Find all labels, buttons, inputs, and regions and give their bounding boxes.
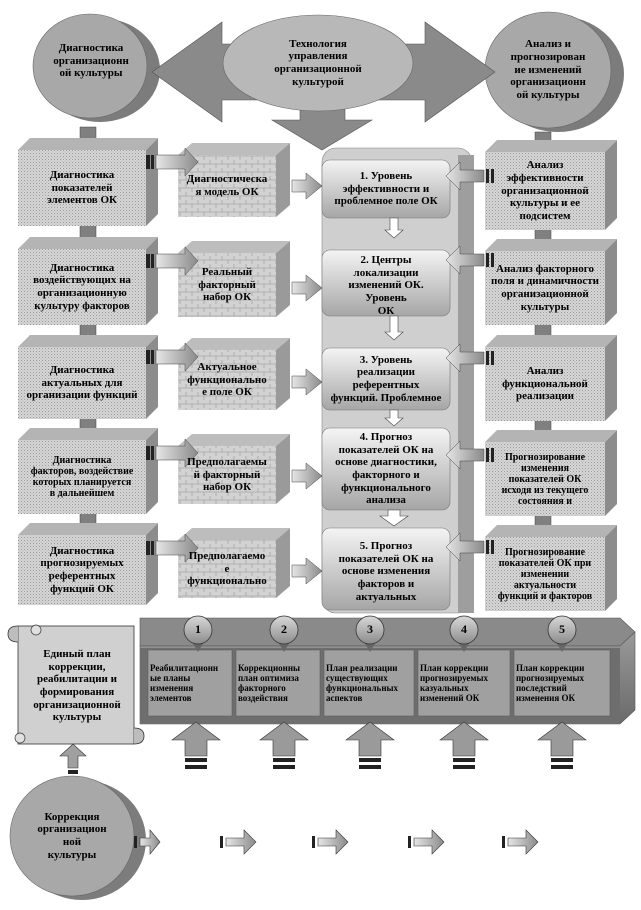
arrow-left-mid-5 <box>146 533 199 563</box>
arrow-right-center-4 <box>445 440 494 470</box>
center-box-5 <box>321 527 451 611</box>
plan-2-label: Коррекционны план оптимиза факторного во… <box>238 663 301 703</box>
plan-3-number: 3 <box>367 622 373 637</box>
arrow-right-center-1 <box>445 161 494 191</box>
center-inner-down-arrows <box>379 217 409 527</box>
bottom-correction-cylinder <box>9 775 146 900</box>
right-box-5-label: Прогнозирование показателей ОК при измен… <box>497 546 593 602</box>
plan-3-label: План реализации существующих функциональ… <box>326 663 399 703</box>
middle-box-2-label: Реальный факторный набор ОК <box>198 266 256 304</box>
arrow-left-mid-2 <box>146 246 199 276</box>
arrow-right-center-2 <box>445 245 494 275</box>
plan-ball-5 <box>547 615 577 645</box>
left-box-2 <box>18 237 158 325</box>
left-box-1 <box>18 138 158 226</box>
center-box-3-label: 3. Уровень реализации референтных функци… <box>330 353 442 404</box>
plan-2-number: 2 <box>281 622 287 637</box>
right-box-4-label: Прогнозирование изменения показателей ОК… <box>501 451 589 507</box>
left-header: Диагностика организационн ой культуры <box>53 42 129 80</box>
middle-box-4 <box>178 434 290 504</box>
bottom-circle-label: Коррекция организацион ной культуры <box>37 810 107 861</box>
center-box-2 <box>321 249 451 317</box>
middle-to-center-arrows <box>291 172 323 585</box>
right-box-3 <box>485 335 617 421</box>
right-box-5 <box>485 525 617 611</box>
middle-box-4-label: Предполагаемы й факторный набор ОК <box>187 456 267 494</box>
arrow-mid-center-2 <box>291 274 323 302</box>
right-box-1 <box>485 140 617 230</box>
plan-4-label: План коррекции прогнозируемых казуальных… <box>420 663 489 703</box>
center-box-1-label: 1. Уровень эффективности и проблемное по… <box>334 170 438 208</box>
center-box-2-label: 2. Центры локализации изменений ОК. Уров… <box>348 254 424 314</box>
left-box-5 <box>18 523 158 605</box>
left-box-3-label: Диагностика актуальных для организации ф… <box>26 364 138 402</box>
left-to-middle-arrows <box>146 147 199 563</box>
center-title-ellipse <box>222 14 414 112</box>
left-box-1-label: Диагностика показателей элементов ОК <box>46 169 118 207</box>
plan-ball-3 <box>355 615 385 645</box>
right-column-boxes <box>485 140 617 611</box>
arrow-right-center-5 <box>445 532 494 562</box>
arrow-left-mid-3 <box>146 342 199 372</box>
left-box-3 <box>18 335 158 419</box>
left-box-5-label: Диагностика прогнозируемых референтных ф… <box>40 544 124 595</box>
plan-4-number: 4 <box>461 622 467 637</box>
plan-1-label: Реабилитационн ые планы изменения элемен… <box>150 663 219 703</box>
center-box-1 <box>321 159 451 219</box>
middle-box-5-label: Предполагаемо е функционально <box>187 550 267 588</box>
center-column-boxes <box>321 159 451 611</box>
right-box-1-label: Анализ эффективности организационной кул… <box>501 159 589 222</box>
plan-ball-4 <box>449 615 479 645</box>
arrow-left-mid-1 <box>146 147 199 177</box>
arrow-mid-center-1 <box>291 172 323 200</box>
plan-up-arrows <box>171 721 587 769</box>
plan-panel-1 <box>147 649 233 717</box>
right-header: Анализ и прогнозирован ие изменений орга… <box>510 38 586 101</box>
right-box-2 <box>485 239 617 325</box>
plan-ball-1 <box>183 615 213 645</box>
left-box-4 <box>18 428 158 514</box>
right-box-3-label: Анализ функциональной реализации <box>502 365 588 403</box>
left-box-2-label: Диагностика воздействующих на организаци… <box>33 261 131 312</box>
arrow-mid-center-3 <box>291 368 323 396</box>
circle-to-scroll-up-arrow <box>59 743 87 774</box>
center-box-5-label: 5. Прогноз показателей ОК на основе изме… <box>338 540 434 603</box>
middle-box-1-label: Диагностическа я модель ОК <box>186 173 268 198</box>
plan-ball-2 <box>269 615 299 645</box>
center-box-4 <box>321 427 451 511</box>
plan-panels <box>147 649 611 717</box>
arrow-mid-center-5 <box>291 557 323 585</box>
plan-1-number: 1 <box>195 622 201 637</box>
plan-scroll <box>7 624 145 745</box>
center-title: Технология управления организационной ку… <box>274 37 362 88</box>
center-box-3 <box>321 347 451 411</box>
middle-box-3-label: Актуальное функционально е поле ОК <box>187 361 267 399</box>
plan-5-label: План коррекции прогнозируемых последстви… <box>516 663 585 703</box>
right-box-4 <box>485 430 617 516</box>
plan-panel-2 <box>235 649 321 717</box>
arrow-mid-center-4 <box>291 462 323 490</box>
plan-panel-4 <box>417 649 511 717</box>
bottom-right-arrows <box>134 829 539 855</box>
left-box-4-label: Диагностика факторов, воздействие которы… <box>30 455 134 499</box>
right-box-2-label: Анализ факторного поля и динамичности ор… <box>491 262 599 313</box>
right-to-center-arrows <box>445 161 494 562</box>
plan-5-number: 5 <box>559 622 565 637</box>
plan-number-balls <box>183 615 577 652</box>
scroll-label: Единый план коррекции, реабилитации и фо… <box>33 648 121 724</box>
center-box-4-label: 4. Прогноз показателей ОК на основе диаг… <box>335 431 437 507</box>
plan-panel-3 <box>323 649 415 717</box>
left-column-boxes <box>18 138 158 605</box>
arrow-left-mid-4 <box>146 438 199 468</box>
arrow-right-center-3 <box>445 343 494 373</box>
left-header-cylinder <box>32 13 160 122</box>
right-header-cylinder <box>484 11 624 132</box>
